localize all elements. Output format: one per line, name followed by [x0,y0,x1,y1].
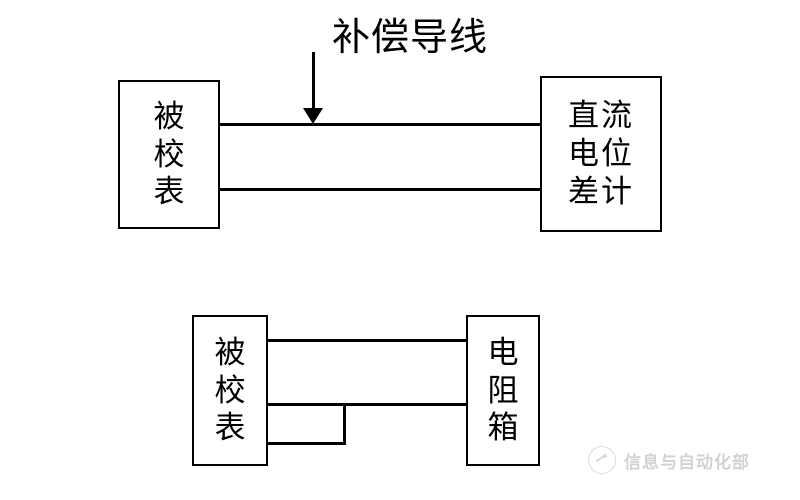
box-resistance-box: 电 阻 箱 [466,315,540,466]
box-dc-potentiometer: 直流 电位 差计 [540,76,662,232]
watermark-text: 信息与自动化部 [624,452,750,472]
top-diagram-wire-upper [218,123,542,126]
bottom-diagram-wire-lower [266,442,346,445]
box-line: 直流 [568,98,634,134]
box-line: 差计 [568,173,634,209]
bottom-diagram-wire-middle [266,403,470,406]
box-line: 电位 [568,136,634,172]
box-line: 阻 [487,372,519,408]
top-diagram-wire-lower [218,188,542,191]
box-line: 校 [153,136,185,172]
compensating-wire-label: 补偿导线 [332,17,489,59]
box-line: 被 [153,98,185,134]
box-line: 校 [214,372,246,408]
box-device-under-test-top: 被 校 表 [118,80,220,229]
down-arrow-icon [303,52,323,124]
box-line: 被 [214,334,246,370]
box-line: 电 [487,334,519,370]
circle-logo-icon [588,446,616,474]
box-line: 箱 [487,410,519,446]
watermark: 信息与自动化部 [588,446,750,474]
box-device-under-test-bottom: 被 校 表 [192,315,268,466]
box-line: 表 [153,174,185,210]
bottom-diagram-wire-upper [266,339,470,342]
bottom-diagram-jumper [343,403,346,445]
box-line: 表 [214,410,246,446]
